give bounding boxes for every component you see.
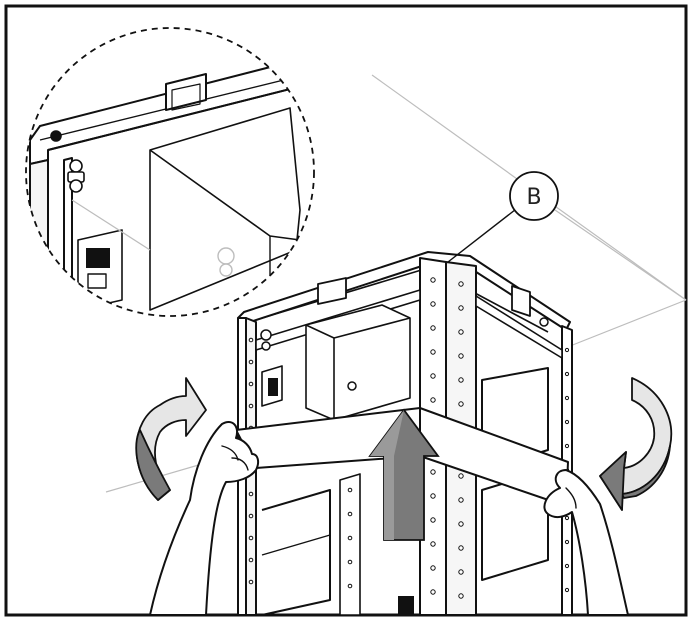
perforation-hole bbox=[430, 373, 436, 379]
perforation-hole bbox=[248, 403, 254, 409]
perforation-hole bbox=[248, 535, 254, 541]
perforation-hole bbox=[430, 541, 436, 547]
perforation-hole bbox=[347, 559, 353, 565]
perforation-hole bbox=[430, 325, 436, 331]
perforation-hole bbox=[564, 371, 570, 377]
perforation-hole bbox=[458, 545, 464, 551]
perforation-hole bbox=[347, 583, 353, 589]
perforation-hole bbox=[458, 377, 464, 383]
perforation-hole bbox=[458, 281, 464, 287]
callout-label: B bbox=[526, 185, 541, 210]
perforation-hole bbox=[430, 349, 436, 355]
perforation-hole bbox=[248, 381, 254, 387]
perforation-hole bbox=[430, 277, 436, 283]
perforation-hole bbox=[430, 589, 436, 595]
perforation-hole bbox=[248, 491, 254, 497]
perforation-hole bbox=[430, 397, 436, 403]
bolt-icon bbox=[50, 130, 85, 193]
perforation-hole bbox=[458, 401, 464, 407]
inset-dashed-outline bbox=[25, 27, 315, 317]
perforation-hole bbox=[564, 563, 570, 569]
perforation-hole bbox=[430, 469, 436, 475]
perforation-hole bbox=[430, 301, 436, 307]
curved-rotation-arrow-icon bbox=[599, 377, 673, 511]
curved-rotation-arrow-icon bbox=[135, 377, 207, 501]
perforation-hole bbox=[347, 511, 353, 517]
callout-leader-line bbox=[447, 205, 521, 263]
detail-inset bbox=[25, 27, 315, 317]
perforation-hole bbox=[458, 329, 464, 335]
perforation-hole bbox=[458, 305, 464, 311]
perforation-hole bbox=[458, 569, 464, 575]
perforation-hole bbox=[564, 443, 570, 449]
perforation-hole bbox=[458, 593, 464, 599]
perforation-hole bbox=[248, 359, 254, 365]
callout-circle bbox=[509, 171, 559, 221]
bolt-icon bbox=[260, 317, 549, 391]
perforation-hole bbox=[458, 473, 464, 479]
perforation-hole bbox=[248, 513, 254, 519]
perforation-hole bbox=[458, 353, 464, 359]
perforation-hole bbox=[347, 535, 353, 541]
perforation-hole bbox=[248, 337, 254, 343]
up-arrow-icon bbox=[368, 408, 440, 541]
perforation-hole bbox=[430, 493, 436, 499]
perforation-hole bbox=[564, 347, 570, 353]
perforation-hole bbox=[564, 587, 570, 593]
perforation-hole bbox=[564, 419, 570, 425]
perforation-hole bbox=[458, 521, 464, 527]
perforation-hole bbox=[564, 515, 570, 521]
perforation-hole bbox=[430, 517, 436, 523]
perforation-hole bbox=[430, 565, 436, 571]
right-hand bbox=[543, 469, 629, 616]
perforation-hole bbox=[458, 497, 464, 503]
perforation-hole bbox=[564, 395, 570, 401]
perforation-hole bbox=[564, 539, 570, 545]
perforation-hole bbox=[347, 487, 353, 493]
perforation-hole bbox=[248, 557, 254, 563]
left-hand bbox=[149, 420, 260, 616]
callout-b: B bbox=[447, 171, 559, 263]
perforation-hole bbox=[248, 579, 254, 585]
